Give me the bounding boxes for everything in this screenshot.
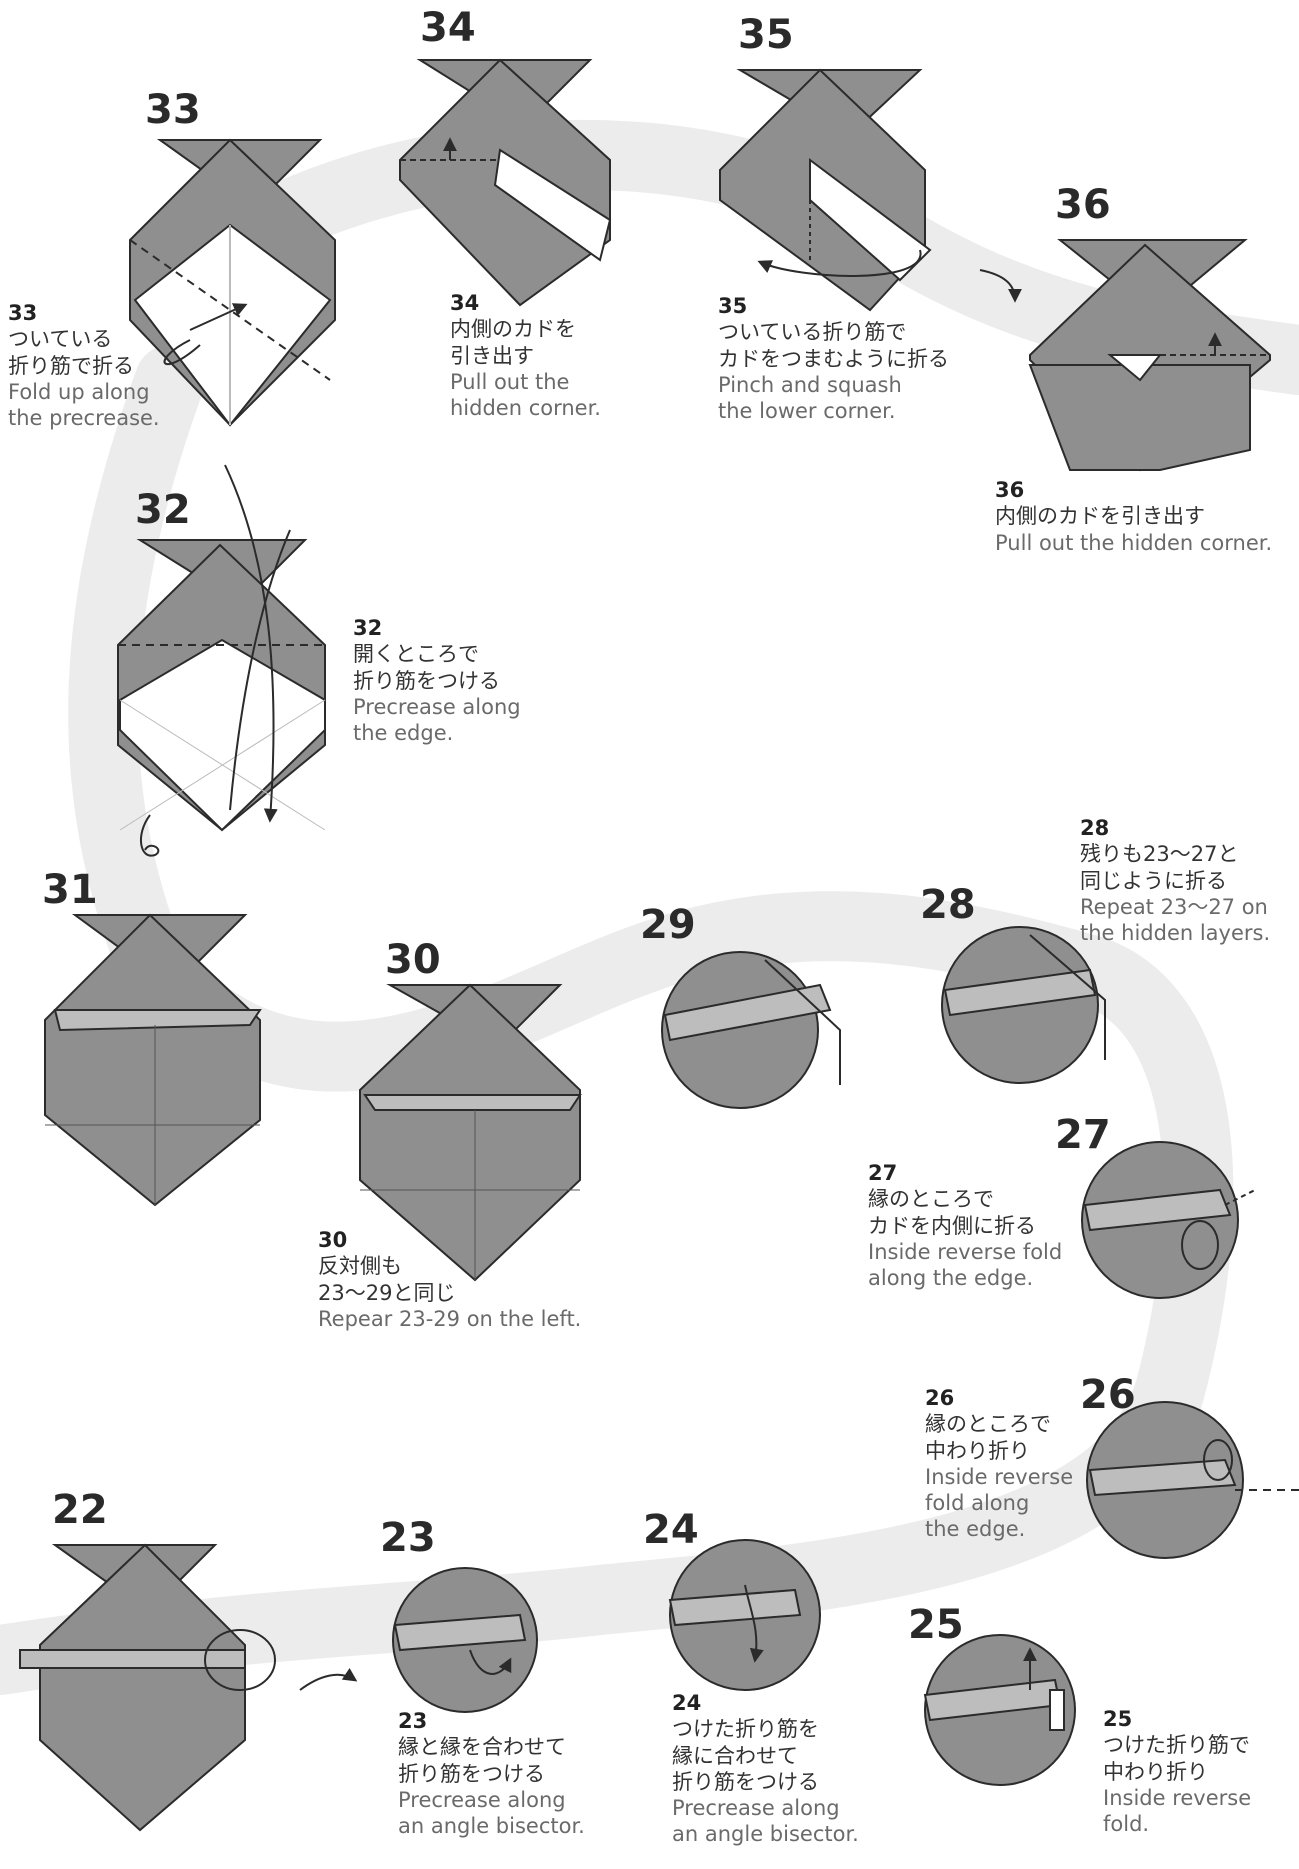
step-number-27: 27 [1055,1115,1111,1155]
caption-36-jp1: 内側のカドを引き出す [995,503,1295,529]
caption-34-en2: hidden corner. [450,395,680,421]
caption-27-en1: Inside reverse fold [868,1239,1088,1265]
caption-36-en1: Pull out the hidden corner. [995,530,1295,556]
caption-28-en2: the hidden layers. [1080,920,1295,946]
caption-34: 34 内側のカドを 引き出す Pull out the hidden corne… [450,290,680,421]
step-number-24: 24 [643,1510,699,1550]
caption-23-jp1: 縁と縁を合わせて [398,1734,628,1760]
caption-34-jp1: 内側のカドを [450,316,680,342]
caption-24-jp1: つけた折り筋を [672,1716,902,1742]
caption-35: 35 ついている折り筋で カドをつまむように折る Pinch and squas… [718,293,1018,424]
caption-32-num: 32 [353,615,583,641]
caption-33: 33 ついている 折り筋で折る Fold up along the precre… [8,300,208,431]
caption-35-num: 35 [718,293,1018,319]
caption-23-num: 23 [398,1708,628,1734]
caption-24-num: 24 [672,1690,902,1716]
step-number-34: 34 [420,8,476,48]
step-number-22: 22 [52,1490,108,1530]
step-24-model [670,1540,820,1690]
caption-24-en2: an angle bisector. [672,1821,902,1847]
caption-35-en2: the lower corner. [718,398,1018,424]
caption-32-en2: the edge. [353,720,583,746]
caption-30-jp1: 反対側も [318,1253,648,1279]
caption-35-en1: Pinch and squash [718,372,1018,398]
step-22-model [20,1545,275,1830]
caption-25-en2: fold. [1103,1811,1293,1837]
caption-26-en3: the edge. [925,1516,1090,1542]
caption-33-en2: the precrease. [8,405,208,431]
caption-25-en1: Inside reverse [1103,1785,1293,1811]
caption-25-num: 25 [1103,1706,1293,1732]
caption-30-num: 30 [318,1227,648,1253]
step-35-model [720,70,930,310]
step-number-36: 36 [1055,185,1111,225]
caption-28-num: 28 [1080,815,1295,841]
step-number-23: 23 [380,1518,436,1558]
step-29-model [662,952,840,1108]
step-number-35: 35 [738,15,794,55]
step-34-model [400,60,610,305]
caption-25: 25 つけた折り筋で 中わり折り Inside reverse fold. [1103,1706,1293,1837]
caption-23: 23 縁と縁を合わせて 折り筋をつける Precrease along an a… [398,1708,628,1839]
caption-36-num: 36 [995,477,1295,503]
caption-26-en2: fold along [925,1490,1090,1516]
caption-24-jp3: 折り筋をつける [672,1769,902,1795]
caption-34-num: 34 [450,290,680,316]
step-number-33: 33 [145,90,201,130]
caption-23-jp2: 折り筋をつける [398,1761,628,1787]
caption-26-jp2: 中わり折り [925,1438,1090,1464]
caption-33-en1: Fold up along [8,379,208,405]
arrow-22-to-23 [300,1675,355,1690]
caption-32-en1: Precrease along [353,694,583,720]
caption-24-en1: Precrease along [672,1795,902,1821]
caption-35-jp1: ついている折り筋で [718,319,1018,345]
caption-30-jp2: 23～29と同じ [318,1280,648,1306]
caption-27-en2: along the edge. [868,1265,1088,1291]
caption-23-en1: Precrease along [398,1787,628,1813]
caption-28-jp1: 残りも23～27と [1080,841,1295,867]
caption-27: 27 縁のところで カドを内側に折る Inside reverse fold a… [868,1160,1088,1291]
caption-34-jp2: 引き出す [450,343,680,369]
caption-26-en1: Inside reverse [925,1464,1090,1490]
caption-26: 26 縁のところで 中わり折り Inside reverse fold alon… [925,1385,1090,1543]
caption-26-num: 26 [925,1385,1090,1411]
step-number-29: 29 [640,905,696,945]
caption-24-jp2: 縁に合わせて [672,1743,902,1769]
step-number-28: 28 [920,885,976,925]
caption-30: 30 反対側も 23～29と同じ Repear 23-29 on the lef… [318,1227,648,1332]
caption-23-en2: an angle bisector. [398,1813,628,1839]
caption-33-num: 33 [8,300,208,326]
caption-33-jp2: 折り筋で折る [8,353,208,379]
caption-33-jp1: ついている [8,326,208,352]
step-31-model [45,915,260,1205]
caption-27-num: 27 [868,1160,1088,1186]
caption-26-jp1: 縁のところで [925,1411,1090,1437]
step-number-32: 32 [135,490,191,530]
caption-28-en1: Repeat 23～27 on [1080,894,1295,920]
caption-32-jp2: 折り筋をつける [353,668,583,694]
step-25-model [925,1635,1075,1785]
caption-32: 32 開くところで 折り筋をつける Precrease along the ed… [353,615,583,746]
step-36-model [1030,240,1270,470]
caption-32-jp1: 開くところで [353,641,583,667]
caption-25-jp1: つけた折り筋で [1103,1732,1293,1758]
caption-27-jp2: カドを内側に折る [868,1213,1088,1239]
step-number-31: 31 [42,870,98,910]
caption-27-jp1: 縁のところで [868,1186,1088,1212]
caption-28: 28 残りも23～27と 同じように折る Repeat 23～27 on the… [1080,815,1295,946]
caption-24: 24 つけた折り筋を 縁に合わせて 折り筋をつける Precrease alon… [672,1690,902,1848]
step-number-30: 30 [385,940,441,980]
caption-28-jp2: 同じように折る [1080,868,1295,894]
caption-35-jp2: カドをつまむように折る [718,346,1018,372]
caption-36: 36 内側のカドを引き出す Pull out the hidden corner… [995,477,1295,556]
step-23-model [393,1568,537,1712]
caption-30-en1: Repear 23-29 on the left. [318,1306,648,1332]
step-26-model [1087,1402,1299,1558]
step-number-25: 25 [908,1605,964,1645]
caption-34-en1: Pull out the [450,369,680,395]
caption-25-jp2: 中わり折り [1103,1759,1293,1785]
